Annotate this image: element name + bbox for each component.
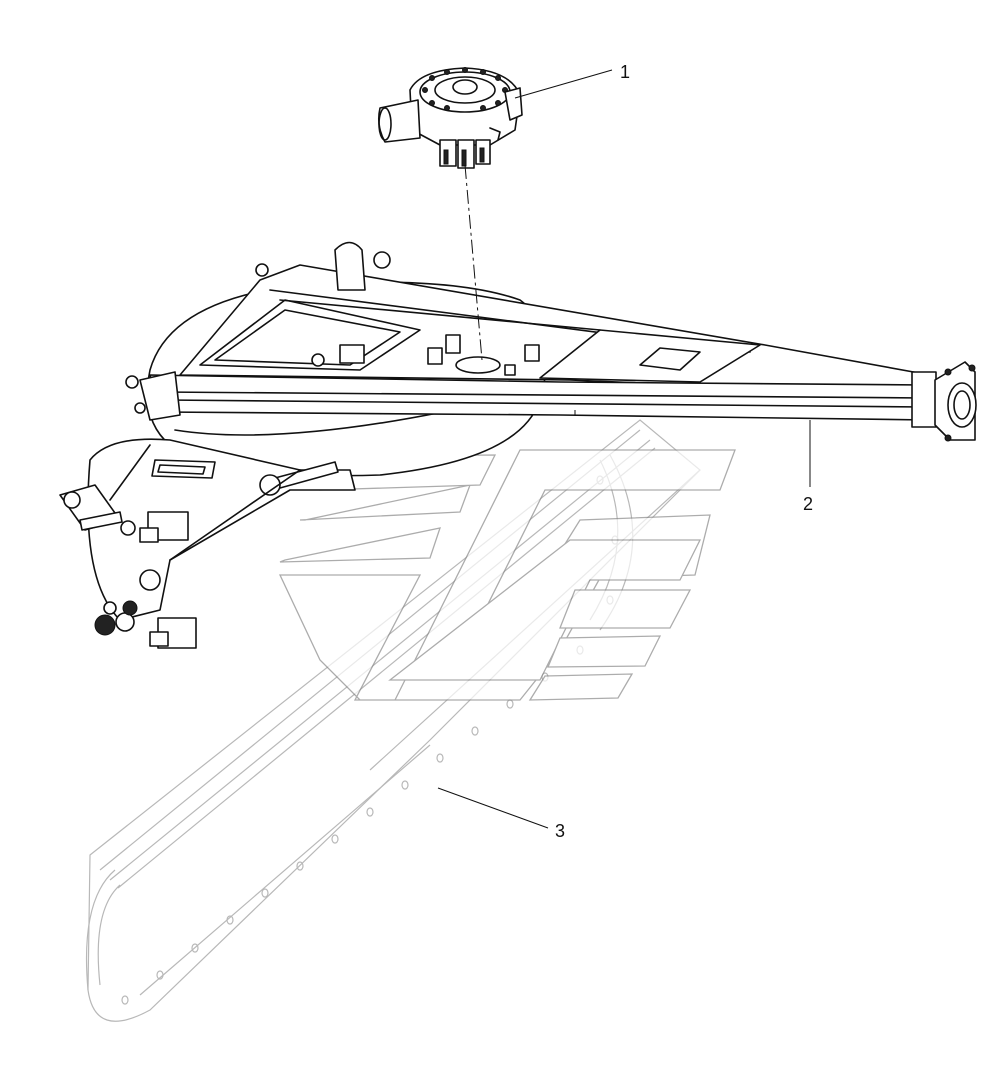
- callout-leader-3: [437, 787, 549, 829]
- callout-1: 1: [514, 62, 630, 99]
- gearbox-part: [378, 67, 523, 169]
- callout-label-1: 1: [620, 62, 630, 82]
- callout-label-2: 2: [803, 494, 813, 514]
- boom-frame-part: [59, 241, 977, 649]
- connector-blocks: [139, 511, 197, 649]
- beam-end-flange: [911, 361, 977, 442]
- frame-fittings: [311, 334, 540, 376]
- gearbox-motor-blocks: [439, 139, 491, 169]
- assembly-centerline: [464, 164, 483, 361]
- callout-label-3: 3: [555, 821, 565, 841]
- callout-2: 2: [803, 420, 813, 514]
- callout-leader-1: [514, 69, 613, 99]
- gearbox-bolt-ring: [422, 67, 508, 111]
- callout-3: 3: [437, 787, 565, 841]
- valve-cluster: [94, 600, 138, 636]
